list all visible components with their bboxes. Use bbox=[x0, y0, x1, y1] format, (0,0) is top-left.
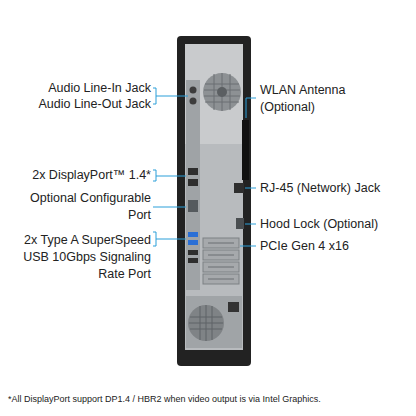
footnote: *All DisplayPort support DP1.4 / HBR2 wh… bbox=[8, 393, 321, 405]
callout-label: Optional Configurable Port bbox=[6, 190, 151, 224]
callout-label: Audio Line-Out Jack bbox=[6, 96, 151, 113]
callout-label: Audio Line-In Jack bbox=[6, 80, 151, 97]
callout-label: 2x DisplayPort™ 1.4* bbox=[6, 167, 151, 184]
callout-label: 2x Type A SuperSpeed USB 10Gbps Signalin… bbox=[6, 232, 151, 283]
callout-label: RJ-45 (Network) Jack bbox=[260, 180, 410, 197]
callout-label: WLAN Antenna (Optional) bbox=[260, 82, 380, 116]
callout-label: PCIe Gen 4 x16 bbox=[260, 238, 410, 255]
callout-label: Hood Lock (Optional) bbox=[260, 216, 410, 233]
